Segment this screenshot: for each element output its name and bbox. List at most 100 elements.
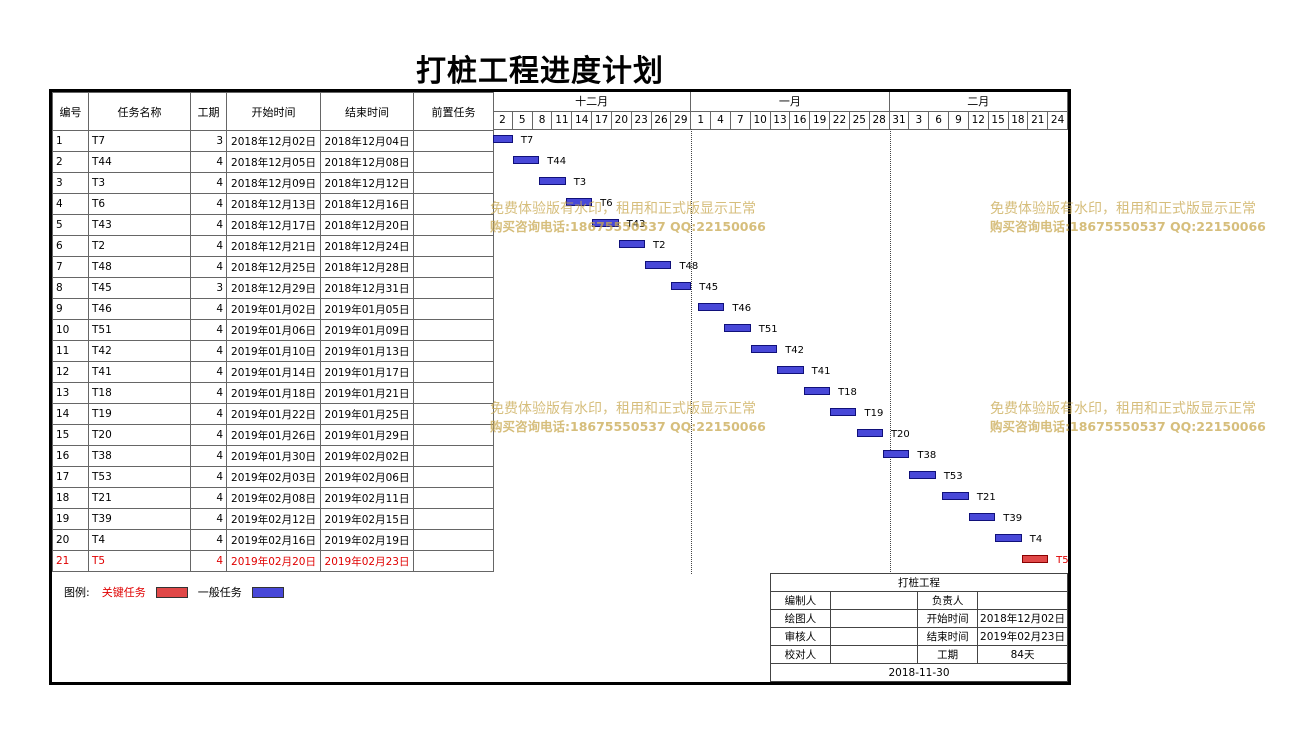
task-predecessor[interactable]: [413, 256, 494, 278]
task-id[interactable]: 4: [52, 193, 89, 215]
task-duration[interactable]: 4: [190, 424, 227, 446]
gantt-bar[interactable]: [645, 261, 672, 269]
task-end[interactable]: 2019年01月25日: [320, 403, 414, 425]
task-predecessor[interactable]: [413, 361, 494, 383]
gantt-bar[interactable]: [750, 345, 778, 353]
gantt-bar[interactable]: [830, 408, 857, 416]
task-name[interactable]: T48: [88, 256, 191, 278]
col-header-start[interactable]: 开始时间: [226, 92, 321, 131]
task-end[interactable]: 2019年02月06日: [320, 466, 414, 488]
gantt-bar[interactable]: [592, 219, 619, 227]
task-start[interactable]: 2018年12月13日: [226, 193, 321, 215]
task-duration[interactable]: 4: [190, 235, 227, 257]
task-duration[interactable]: 4: [190, 466, 227, 488]
gantt-bar[interactable]: [968, 513, 996, 521]
task-predecessor[interactable]: [413, 424, 494, 446]
task-end[interactable]: 2019年01月29日: [320, 424, 414, 446]
task-name[interactable]: T38: [88, 445, 191, 467]
task-start[interactable]: 2018年12月29日: [226, 277, 321, 299]
task-end[interactable]: 2018年12月16日: [320, 193, 414, 215]
task-predecessor[interactable]: [413, 466, 494, 488]
task-end[interactable]: 2019年02月19日: [320, 529, 414, 551]
info-editor-value[interactable]: [829, 591, 919, 610]
task-start[interactable]: 2018年12月02日: [226, 130, 321, 152]
task-name[interactable]: T5: [88, 550, 191, 572]
task-predecessor[interactable]: [413, 235, 494, 257]
gantt-bar[interactable]: [724, 324, 751, 332]
task-predecessor[interactable]: [413, 445, 494, 467]
task-duration[interactable]: 4: [190, 298, 227, 320]
task-predecessor[interactable]: [413, 172, 494, 194]
task-name[interactable]: T20: [88, 424, 191, 446]
task-id[interactable]: 20: [52, 529, 89, 551]
task-id[interactable]: 1: [52, 130, 89, 152]
task-start[interactable]: 2018年12月09日: [226, 172, 321, 194]
task-start[interactable]: 2019年01月22日: [226, 403, 321, 425]
task-id[interactable]: 14: [52, 403, 89, 425]
task-id[interactable]: 9: [52, 298, 89, 320]
task-end[interactable]: 2019年01月21日: [320, 382, 414, 404]
gantt-bar[interactable]: [803, 387, 831, 395]
task-id[interactable]: 5: [52, 214, 89, 236]
gantt-bar[interactable]: [1021, 555, 1049, 563]
task-start[interactable]: 2019年02月12日: [226, 508, 321, 530]
task-id[interactable]: 21: [52, 550, 89, 572]
task-end[interactable]: 2019年02月11日: [320, 487, 414, 509]
task-start[interactable]: 2019年02月20日: [226, 550, 321, 572]
gantt-bar[interactable]: [942, 492, 969, 500]
task-end[interactable]: 2019年01月09日: [320, 319, 414, 341]
task-name[interactable]: T53: [88, 466, 191, 488]
info-reviewer-value[interactable]: [829, 627, 919, 646]
task-end[interactable]: 2019年01月05日: [320, 298, 414, 320]
task-start[interactable]: 2019年01月30日: [226, 445, 321, 467]
task-start[interactable]: 2019年01月26日: [226, 424, 321, 446]
task-name[interactable]: T41: [88, 361, 191, 383]
task-name[interactable]: T3: [88, 172, 191, 194]
task-end[interactable]: 2018年12月08日: [320, 151, 414, 173]
task-name[interactable]: T39: [88, 508, 191, 530]
task-duration[interactable]: 3: [190, 130, 227, 152]
task-id[interactable]: 12: [52, 361, 89, 383]
task-predecessor[interactable]: [413, 214, 494, 236]
task-id[interactable]: 7: [52, 256, 89, 278]
gantt-bar[interactable]: [995, 534, 1022, 542]
task-end[interactable]: 2018年12月31日: [320, 277, 414, 299]
task-name[interactable]: T21: [88, 487, 191, 509]
task-name[interactable]: T45: [88, 277, 191, 299]
info-owner-value[interactable]: [977, 591, 1068, 610]
task-id[interactable]: 3: [52, 172, 89, 194]
task-duration[interactable]: 4: [190, 340, 227, 362]
task-predecessor[interactable]: [413, 487, 494, 509]
task-duration[interactable]: 4: [190, 382, 227, 404]
task-id[interactable]: 16: [52, 445, 89, 467]
gantt-bar[interactable]: [777, 366, 804, 374]
task-id[interactable]: 15: [52, 424, 89, 446]
gantt-bar[interactable]: [856, 429, 883, 437]
col-header-predecessor[interactable]: 前置任务: [413, 92, 494, 131]
task-id[interactable]: 8: [52, 277, 89, 299]
task-end[interactable]: 2019年02月02日: [320, 445, 414, 467]
gantt-bar[interactable]: [882, 450, 910, 458]
task-id[interactable]: 18: [52, 487, 89, 509]
gantt-bar[interactable]: [618, 240, 645, 248]
task-start[interactable]: 2019年02月16日: [226, 529, 321, 551]
task-predecessor[interactable]: [413, 550, 494, 572]
task-start[interactable]: 2018年12月05日: [226, 151, 321, 173]
task-predecessor[interactable]: [413, 277, 494, 299]
task-end[interactable]: 2018年12月04日: [320, 130, 414, 152]
task-start[interactable]: 2019年01月10日: [226, 340, 321, 362]
task-end[interactable]: 2018年12月12日: [320, 172, 414, 194]
task-duration[interactable]: 4: [190, 487, 227, 509]
task-duration[interactable]: 3: [190, 277, 227, 299]
